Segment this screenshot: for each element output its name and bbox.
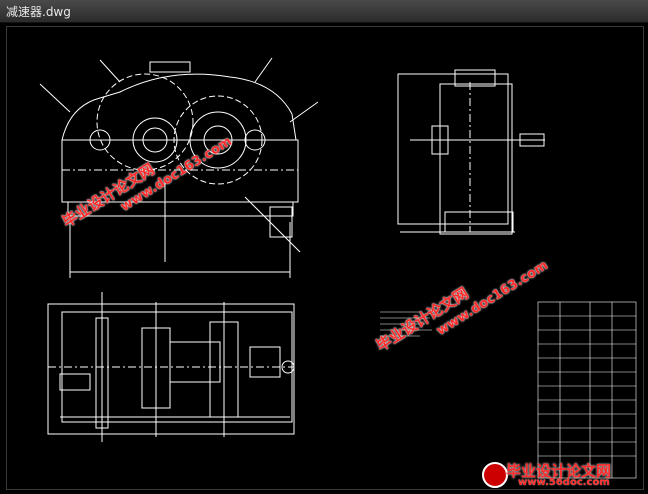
title-block <box>537 301 637 479</box>
front-view <box>39 57 319 278</box>
cad-drawing[interactable] <box>0 22 648 494</box>
site-logo: 毕业设计论文网 www.56doc.com <box>482 460 642 490</box>
side-view <box>397 69 545 235</box>
logo-text: 毕业设计论文网 <box>506 462 612 480</box>
technical-notes <box>380 311 432 337</box>
logo-url: www.56doc.com <box>518 477 610 488</box>
window-title: 减速器.dwg <box>6 5 71 19</box>
title-bar: 减速器.dwg <box>0 0 648 23</box>
logo-badge-icon <box>482 462 508 488</box>
drawing-border <box>6 26 644 490</box>
top-view <box>47 292 295 442</box>
